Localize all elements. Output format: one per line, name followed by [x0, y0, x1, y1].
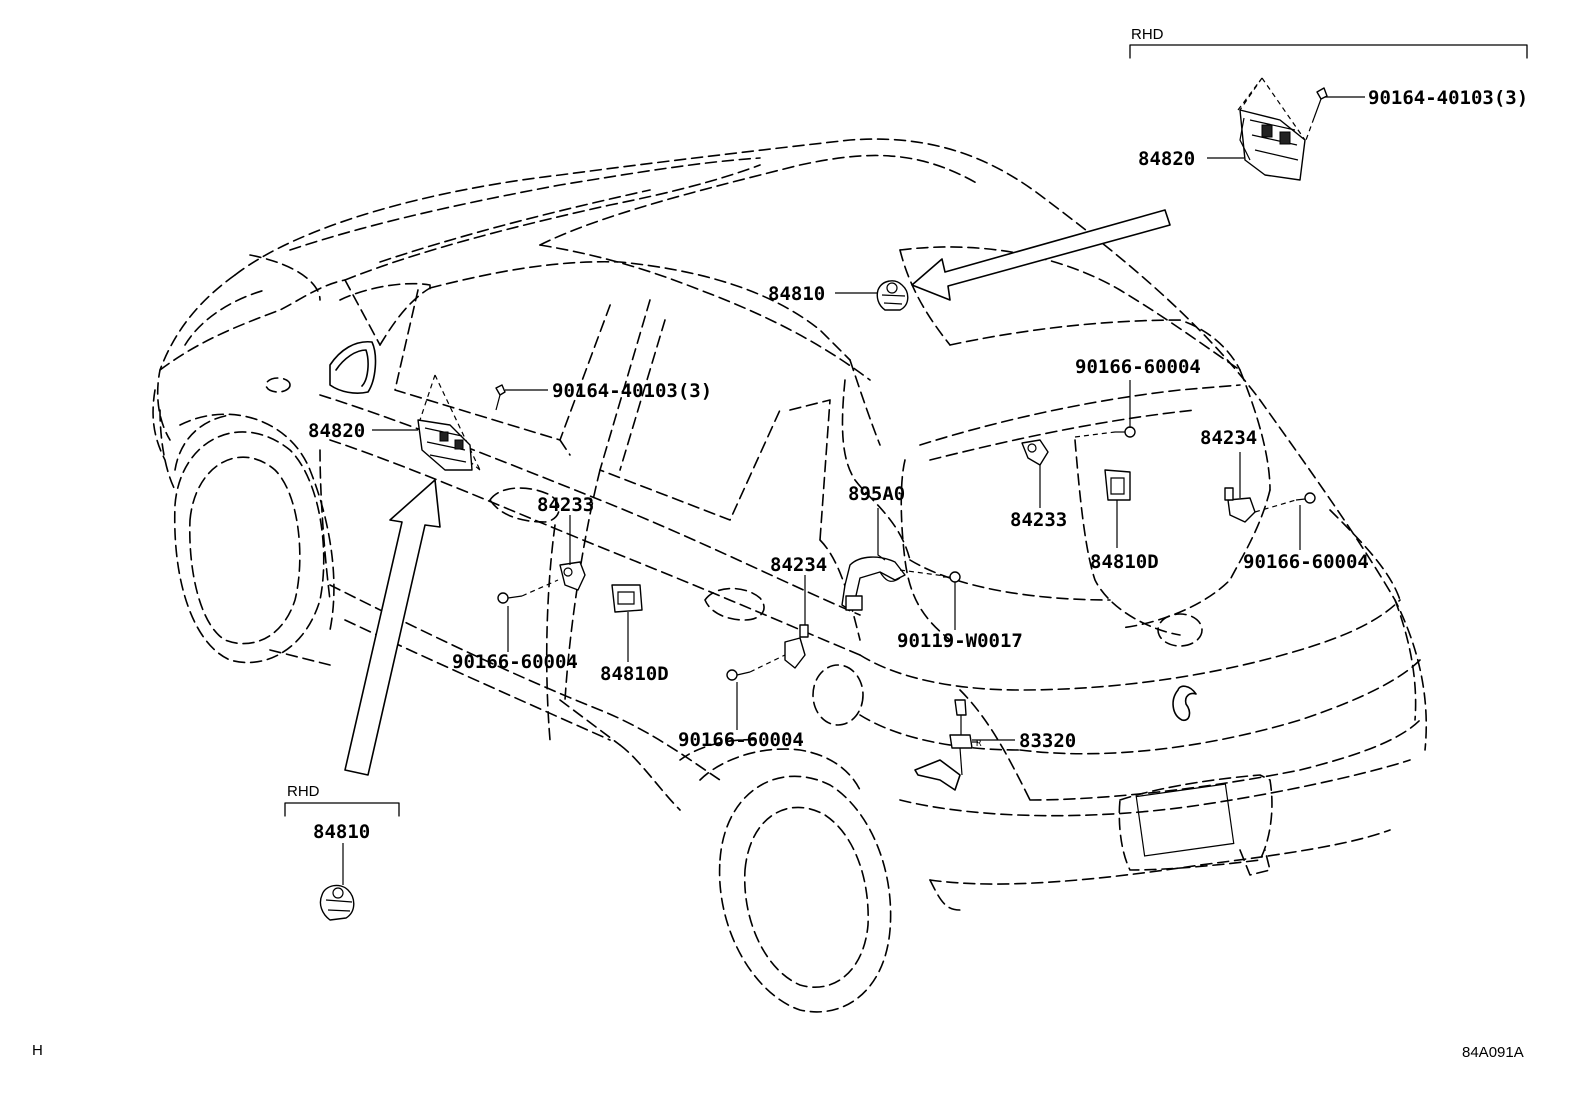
switch-84820-part — [417, 374, 481, 471]
rhd-bracket-top: RHD — [1129, 26, 1528, 59]
arrow-rear-hatch — [911, 209, 1171, 301]
callout-90166-60004-lr: 90166-60004 — [678, 729, 804, 751]
callout-90166-60004-lf: 90166-60004 — [452, 651, 578, 673]
screw-left-rear-part — [726, 654, 786, 681]
switch-84233-right-part — [1021, 439, 1049, 466]
screw-rh-rear-part — [1254, 492, 1316, 513]
callout-84234-left: 84234 — [770, 554, 827, 576]
rhd-bottom-switch-part — [319, 884, 355, 921]
callout-90166-60004-rh-upper: 90166-60004 — [1075, 356, 1201, 378]
screw-harness-part — [943, 571, 961, 583]
callout-83320: 83320 — [1019, 730, 1076, 752]
callout-84810-rhd-bottom: 84810 — [313, 821, 370, 843]
footer-left-code: H — [32, 1042, 43, 1059]
rhd-master-switch-part — [1237, 77, 1306, 181]
callout-84810d-right: 84810D — [1090, 551, 1159, 573]
svg-text:R: R — [976, 739, 982, 749]
callout-895a0: 895A0 — [848, 483, 905, 505]
callout-labels: 90164-40103(3) 84820 84810 90164-40103(3… — [308, 87, 1528, 843]
sensor-83320-part: R — [914, 699, 982, 791]
callout-84234-right: 84234 — [1200, 427, 1257, 449]
callout-84233-right: 84233 — [1010, 509, 1067, 531]
diagram-id: 84A091A — [1462, 1044, 1524, 1061]
callout-90119-w0017: 90119-W0017 — [897, 630, 1023, 652]
switch-84234-right-part — [1224, 487, 1256, 523]
callout-90166-60004-rh-rear: 90166-60004 — [1243, 551, 1369, 573]
switch-84810d-right-part — [1104, 469, 1131, 501]
callout-84820-rhd: 84820 — [1138, 148, 1195, 170]
screw-rh-upper-part — [1074, 426, 1136, 438]
switch-84810-part — [876, 280, 909, 311]
leader-lines — [342, 96, 1365, 885]
car-body-outline — [152, 138, 1428, 911]
rhd-label-bottom: RHD — [287, 783, 320, 800]
callout-90164-40103-rhd: 90164-40103(3) — [1368, 87, 1528, 109]
screw-left-front-part — [497, 579, 559, 604]
callout-90164-40103-front: 90164-40103(3) — [552, 380, 712, 402]
switch-84810d-left-part — [611, 584, 643, 613]
rear-wheel — [718, 775, 892, 1013]
switch-84234-left-part — [784, 624, 809, 669]
callout-84820-front: 84820 — [308, 420, 365, 442]
front-wheel — [173, 431, 325, 664]
switch-84233-left-part — [559, 561, 586, 591]
harness-895a0-part — [841, 556, 946, 611]
rhd-bracket-bottom: RHD — [284, 783, 400, 817]
callout-84810: 84810 — [768, 283, 825, 305]
callout-84810d-left: 84810D — [600, 663, 669, 685]
rhd-label-top: RHD — [1131, 26, 1164, 43]
arrow-front-door — [344, 479, 441, 776]
front-bolt-part — [495, 384, 506, 411]
rhd-bolt-part — [1305, 87, 1328, 141]
callout-84233-left: 84233 — [537, 494, 594, 516]
